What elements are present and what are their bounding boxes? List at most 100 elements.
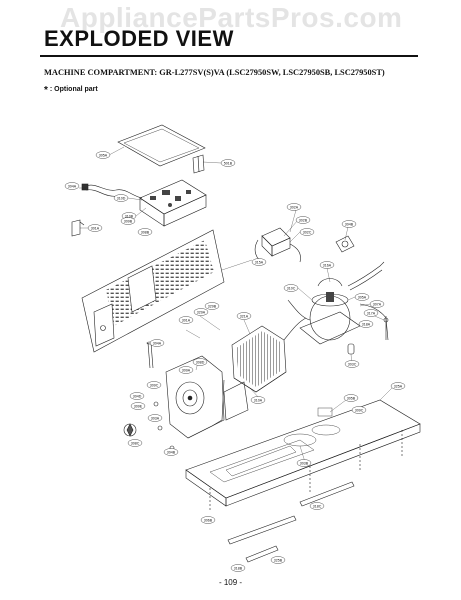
compressor (299, 278, 361, 345)
svg-text:305A: 305A (358, 295, 367, 299)
svg-text:307A: 307A (373, 302, 382, 306)
fan-blade (123, 423, 137, 437)
svg-text:304A: 304A (153, 341, 162, 345)
svg-text:316A: 316A (323, 263, 332, 267)
callout: 309E (130, 402, 146, 410)
callout: 310A (250, 396, 266, 404)
svg-text:321A: 321A (240, 314, 249, 318)
section-subtitle: MACHINE COMPARTMENT: GR-L277SV(S)VA (LSC… (44, 68, 385, 77)
fan-fasteners (153, 401, 175, 451)
callout: 316A (319, 261, 335, 269)
drain-pipe (146, 341, 154, 369)
svg-text:310C: 310C (287, 286, 296, 290)
callout: 305B (343, 394, 359, 402)
base-feet (209, 430, 403, 512)
callout: 304A (64, 182, 80, 190)
base-rails (227, 481, 355, 563)
callout: 325B (270, 556, 286, 564)
callout: 501B (220, 159, 236, 167)
callout: 308B (137, 228, 153, 236)
svg-text:304D: 304D (133, 394, 142, 398)
base-plate (185, 399, 421, 507)
condenser-coil (231, 325, 287, 393)
callout: 305A (95, 151, 111, 159)
svg-text:304A: 304A (68, 184, 77, 188)
svg-text:309E: 309E (134, 404, 143, 408)
svg-text:303B: 303B (300, 461, 309, 465)
svg-text:318A: 318A (362, 322, 371, 326)
callout: 329A (193, 308, 209, 316)
svg-text:310B: 310B (125, 214, 134, 218)
page-number: - 109 - (218, 578, 243, 587)
svg-text:301A: 301A (182, 318, 191, 322)
watermark: AppliancePartsPros.com (60, 2, 403, 33)
control-board-assembly (139, 179, 207, 227)
callout: 308D (192, 358, 208, 366)
svg-text:317A: 317A (367, 311, 376, 315)
callout: 309A (178, 366, 194, 374)
svg-text:305A: 305A (99, 153, 108, 157)
svg-text:308C: 308C (131, 441, 140, 445)
callout: 303B (296, 459, 312, 467)
callout: 325A (390, 382, 406, 390)
svg-text:325A: 325A (394, 384, 403, 388)
callout: 310C (283, 284, 299, 292)
drier-cylinder (347, 343, 355, 355)
callout: 305A (354, 293, 370, 301)
relay-overload (254, 227, 301, 263)
callout: 318A (358, 320, 374, 328)
callout: 307A (369, 300, 385, 308)
top-cover-plate (117, 124, 206, 167)
callout: 304A (149, 339, 165, 347)
svg-text:304B: 304B (345, 222, 354, 226)
svg-text:309B: 309B (124, 219, 133, 223)
callout: 321A (236, 312, 252, 320)
wire-harness (81, 183, 143, 199)
refrigerant-tubing (283, 261, 389, 341)
callout: 304B (163, 448, 179, 456)
svg-text:303A: 303A (151, 416, 160, 420)
svg-text:310D: 310D (117, 196, 126, 200)
callout: 302C (299, 228, 315, 236)
callout: 304B (341, 220, 357, 228)
callout: 308C (127, 439, 143, 447)
fan-shroud-assembly (165, 355, 249, 439)
svg-text:325B: 325B (274, 558, 283, 562)
optional-part-note: *: Optional part (44, 85, 98, 96)
capacitor (335, 235, 355, 253)
svg-text:305B: 305B (347, 396, 356, 400)
svg-text:315A: 315A (255, 260, 264, 264)
svg-text:318B: 318B (234, 566, 243, 570)
svg-text:329A: 329A (197, 310, 206, 314)
svg-text:308D: 308D (196, 360, 205, 364)
svg-text:308B: 308B (141, 230, 150, 234)
svg-text:309A: 309A (182, 368, 191, 372)
small-clip (192, 154, 205, 174)
callout: 302A (286, 203, 302, 211)
page-title: EXPLODED VIEW (44, 26, 234, 51)
callout: 302B (295, 216, 311, 224)
svg-text:306B: 306B (204, 518, 213, 522)
callout: 309B (120, 217, 136, 225)
svg-text:318C: 318C (313, 504, 322, 508)
svg-text:303C: 303C (348, 362, 357, 366)
callout: 303C (344, 360, 360, 368)
left-bracket (71, 219, 85, 237)
callout: 304D (129, 392, 145, 400)
callout: 303A (147, 414, 163, 422)
callout: 318B (230, 564, 246, 572)
callout: 301A (178, 316, 194, 324)
callout: 301A (87, 224, 103, 232)
callout: 310D (113, 194, 129, 202)
callout: 317A (363, 309, 379, 317)
svg-text:329B: 329B (208, 304, 217, 308)
title-rule (40, 55, 418, 57)
callout-labels: 305A 501B 304A 310D 310B 301A 309B 308B … (64, 151, 406, 572)
svg-text:501B: 501B (224, 161, 233, 165)
svg-text:302C: 302C (303, 230, 312, 234)
svg-text:309C: 309C (150, 383, 159, 387)
callout: 329B (204, 302, 220, 310)
svg-text:302A: 302A (290, 205, 299, 209)
callout: 318C (309, 502, 325, 510)
